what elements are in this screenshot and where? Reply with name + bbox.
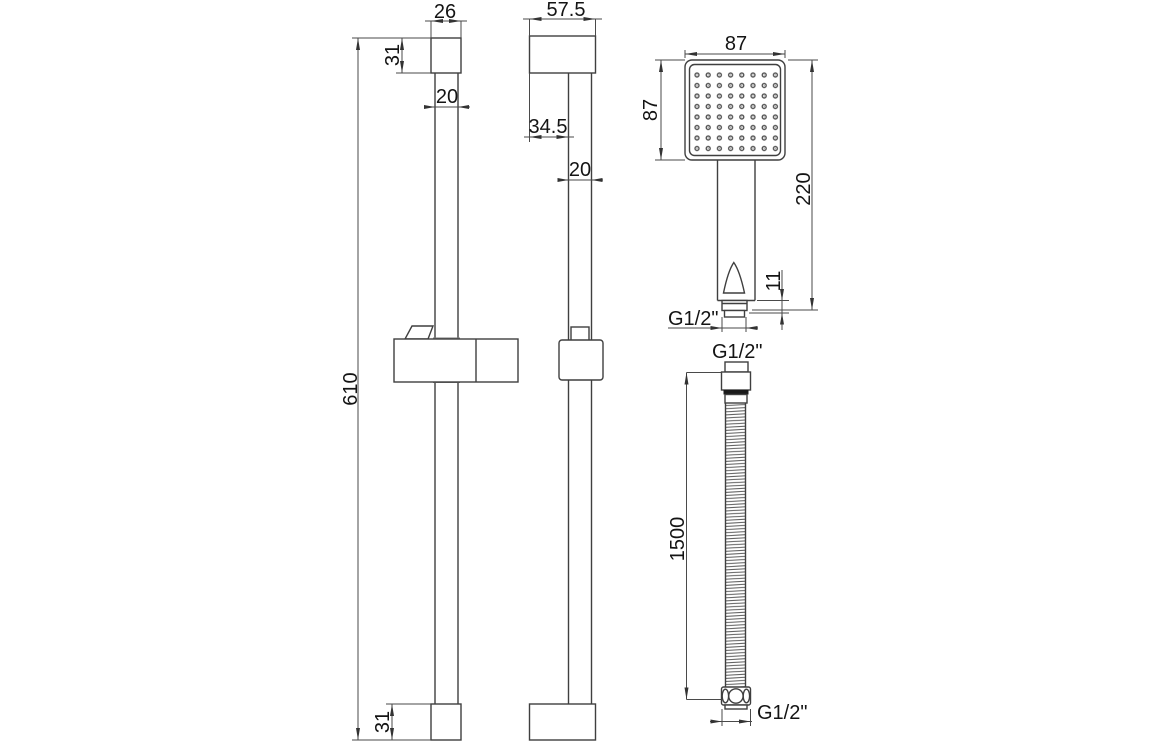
hose-bottom-fitting xyxy=(720,686,752,710)
dim-label-20-side: 20 xyxy=(569,159,591,181)
slider-holder-front xyxy=(393,325,519,383)
spray-cone xyxy=(722,261,746,294)
dim-head-width: 87 xyxy=(684,33,786,58)
hose-nut-band xyxy=(723,390,749,395)
dim-rail-width-front: 20 xyxy=(424,86,470,109)
label-g12-hose-bottom: G1/2" xyxy=(757,702,807,724)
dim-label-20-front: 20 xyxy=(436,86,458,108)
handset-outlet xyxy=(721,299,748,318)
dim-label-11: 11 xyxy=(763,271,785,292)
hose-top-fitting xyxy=(720,361,752,404)
dim-wall-offset: 34.5 xyxy=(524,73,574,142)
dim-handset-length: 220 xyxy=(752,59,818,311)
spray-nozzle-grid xyxy=(691,69,781,154)
dim-label-26: 26 xyxy=(434,1,456,23)
slider-holder-side xyxy=(558,326,604,381)
handset-handle xyxy=(716,160,756,302)
top-wall-bracket-front xyxy=(430,37,462,74)
bottom-wall-bracket-front xyxy=(430,703,462,741)
dim-label-1500: 1500 xyxy=(667,517,689,562)
rail-front-view: 610 31 26 20 xyxy=(340,1,519,741)
dim-head-height: 87 xyxy=(640,59,685,161)
hose-view: G1/2" 1500 G1/2" xyxy=(667,341,807,726)
bottom-wall-bracket-side xyxy=(528,703,597,741)
dim-label-87-top: 87 xyxy=(725,33,747,55)
dim-hose-length: 1500 xyxy=(667,372,722,700)
handset-head xyxy=(684,59,786,161)
dim-label-31-top: 31 xyxy=(382,44,404,66)
label-g12-hose-top: G1/2" xyxy=(712,341,762,363)
dim-overall-height: 610 xyxy=(340,37,431,741)
dim-rail-depth: 20 xyxy=(557,159,603,182)
slider-lever-side xyxy=(570,326,590,342)
top-wall-bracket-side xyxy=(528,35,597,74)
dim-label-57-5: 57.5 xyxy=(547,0,586,21)
dim-label-220: 220 xyxy=(793,172,815,205)
dim-bracket-depth: 57.5 xyxy=(523,0,602,36)
label-g12-handset: G1/2" xyxy=(668,308,718,330)
handset-view: 87 87 220 11 xyxy=(640,33,818,332)
dim-label-31-bottom: 31 xyxy=(372,711,394,733)
dim-hose-bottom-thread: G1/2" xyxy=(710,702,807,726)
dim-label-34-5: 34.5 xyxy=(529,116,568,138)
rail-tube-side xyxy=(567,73,593,704)
rail-tube-front xyxy=(434,73,459,704)
dim-top-bracket-height: 31 xyxy=(382,38,431,74)
slider-body-front xyxy=(393,338,519,383)
rail-side-view: 57.5 34.5 20 xyxy=(523,0,604,741)
dim-label-610: 610 xyxy=(340,372,362,405)
dim-label-87-left: 87 xyxy=(640,99,662,121)
dim-bottom-bracket-height: 31 xyxy=(372,703,431,740)
dim-outlet-height: 11 xyxy=(749,270,789,330)
slider-lever xyxy=(403,325,435,340)
dim-handset-thread: G1/2" xyxy=(668,308,758,332)
hose-body xyxy=(724,403,747,687)
dim-top-bracket-width: 26 xyxy=(425,1,467,38)
slider-body-side xyxy=(558,339,604,381)
